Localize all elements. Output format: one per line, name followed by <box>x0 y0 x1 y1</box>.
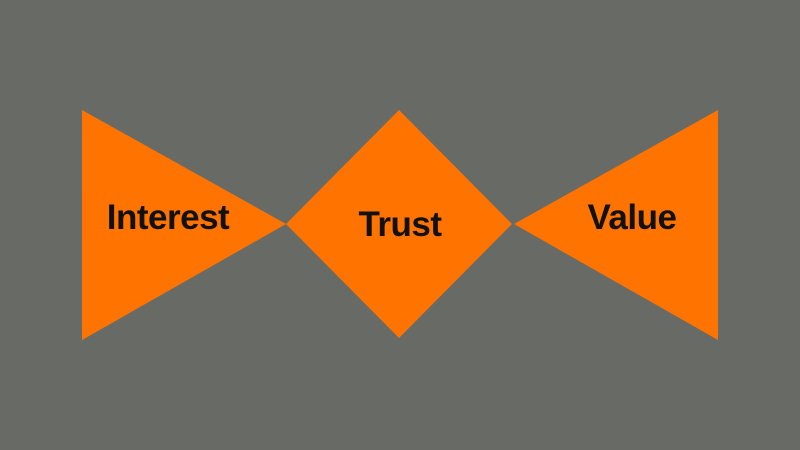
interest-triangle <box>82 110 286 340</box>
value-triangle <box>514 110 718 340</box>
trust-diamond <box>286 110 512 338</box>
value-label: Value <box>587 198 677 237</box>
interest-label: Interest <box>106 198 230 237</box>
trust-label: Trust <box>358 205 442 244</box>
